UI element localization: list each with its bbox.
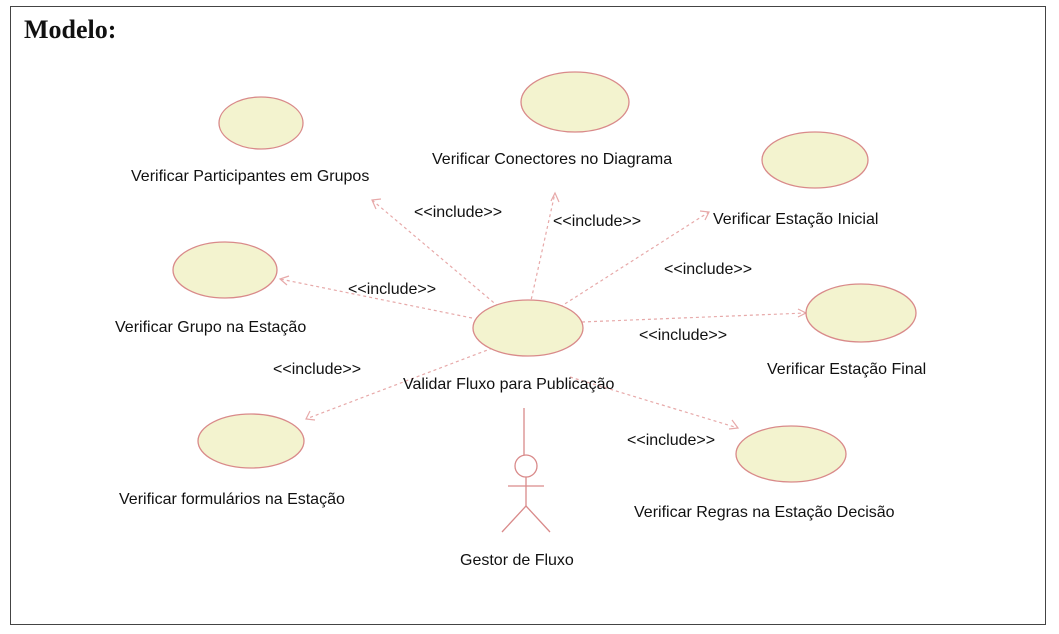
rel-line-conectores — [529, 192, 556, 306]
use-case-final[interactable]: Verificar Estação Final — [767, 283, 926, 378]
use-case-label: Verificar Grupo na Estação — [115, 319, 306, 336]
arrowhead-formularios — [305, 410, 316, 421]
use-case-ellipse — [172, 241, 278, 299]
rel-line-grupo — [279, 278, 473, 319]
include-label-final: <<include>> — [639, 327, 727, 344]
include-label-formularios: <<include>> — [273, 361, 361, 378]
include-label-regras: <<include>> — [627, 432, 715, 449]
include-label-grupo: <<include>> — [348, 281, 436, 298]
include-label-conectores: <<include>> — [553, 213, 641, 230]
use-case-formularios[interactable]: Verificar formulários na Estação — [119, 413, 345, 508]
include-labels: <<include>> <<include>> <<include>> <<in… — [273, 204, 752, 449]
central-use-case-label: Validar Fluxo para Publicação — [403, 376, 614, 393]
rel-line-formularios — [305, 345, 499, 420]
rel-line-participantes — [371, 199, 513, 319]
central-use-case-ellipse — [472, 299, 584, 357]
include-label-inicial: <<include>> — [664, 261, 752, 278]
use-case-ellipse — [735, 425, 847, 483]
rel-line-regras — [569, 376, 739, 429]
use-case-conectores[interactable]: Verificar Conectores no Diagrama — [432, 71, 672, 168]
actor-right-leg-icon — [525, 505, 551, 533]
include-label-participantes: <<include>> — [414, 204, 502, 221]
use-case-label: Verificar Regras na Estação Decisão — [634, 504, 895, 521]
arrowhead-regras — [728, 419, 740, 430]
arrowhead-conectores — [550, 191, 560, 203]
use-case-grupo[interactable]: Verificar Grupo na Estação — [115, 241, 306, 336]
use-case-label: Verificar Conectores no Diagrama — [432, 151, 672, 168]
arrowhead-inicial — [699, 210, 710, 221]
actor-head-icon — [514, 454, 538, 478]
diagram-title: Modelo: — [24, 15, 117, 44]
use-case-label: Verificar Estação Inicial — [713, 211, 878, 228]
use-case-ellipse — [197, 413, 305, 469]
use-case-central[interactable]: Validar Fluxo para Publicação — [403, 299, 614, 393]
use-case-ellipse — [218, 96, 304, 150]
use-case-inicial[interactable]: Verificar Estação Inicial — [713, 131, 878, 228]
use-case-label: Verificar Participantes em Grupos — [131, 168, 369, 185]
actor-label: Gestor de Fluxo — [460, 552, 574, 569]
use-case-ellipse — [761, 131, 869, 189]
actor-gestor[interactable]: Gestor de Fluxo — [460, 454, 574, 569]
actor-left-leg-icon — [501, 505, 527, 533]
use-case-label: Verificar Estação Final — [767, 361, 926, 378]
arrowhead-participantes — [371, 198, 382, 210]
use-case-ellipse — [520, 71, 630, 133]
use-case-regras[interactable]: Verificar Regras na Estação Decisão — [634, 425, 895, 521]
use-case-label: Verificar formulários na Estação — [119, 491, 345, 508]
use-case-ellipse — [805, 283, 917, 343]
include-relations — [278, 191, 808, 455]
rel-line-final — [581, 312, 807, 323]
arrowhead-grupo — [278, 275, 290, 286]
use-case-participantes[interactable]: Verificar Participantes em Grupos — [131, 96, 369, 185]
